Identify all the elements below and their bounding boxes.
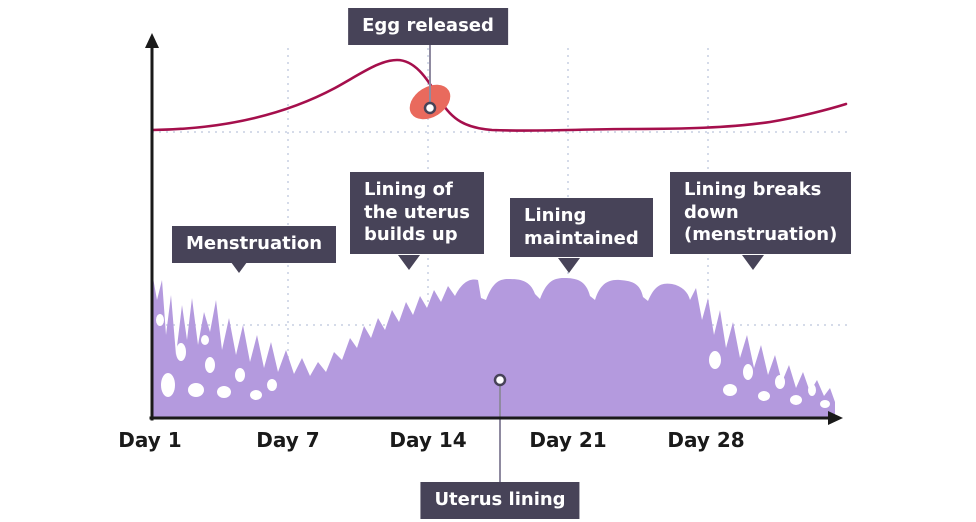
x-tick-day-1: Day 1 (118, 428, 182, 452)
x-tick-day-21: Day 21 (529, 428, 607, 452)
lining-maintained-pointer-icon (558, 258, 580, 273)
x-axis-arrow-icon (828, 411, 843, 425)
uterus-lining-point-dot (493, 373, 507, 387)
label-lining-builds: Lining of the uterus builds up (350, 172, 484, 254)
label-uterus-lining: Uterus lining (420, 482, 580, 519)
axes (145, 33, 843, 425)
x-tick-day-7: Day 7 (256, 428, 320, 452)
x-tick-day-28: Day 28 (667, 428, 745, 452)
label-lining-maintained: Lining maintained (510, 198, 653, 257)
label-menstruation: Menstruation (172, 226, 337, 263)
uterus-lining-area (152, 272, 835, 418)
y-axis-arrow-icon (145, 33, 159, 48)
x-tick-day-14: Day 14 (389, 428, 467, 452)
label-lining-breaks: Lining breaks down (menstruation) (670, 172, 852, 254)
lining-builds-pointer-icon (398, 255, 420, 270)
menstruation-pointer-icon (228, 258, 250, 273)
lining-breaks-pointer-icon (742, 255, 764, 270)
hormone-curve (150, 58, 848, 132)
label-egg-released: Egg released (348, 8, 508, 45)
egg-point-dot (423, 101, 437, 115)
